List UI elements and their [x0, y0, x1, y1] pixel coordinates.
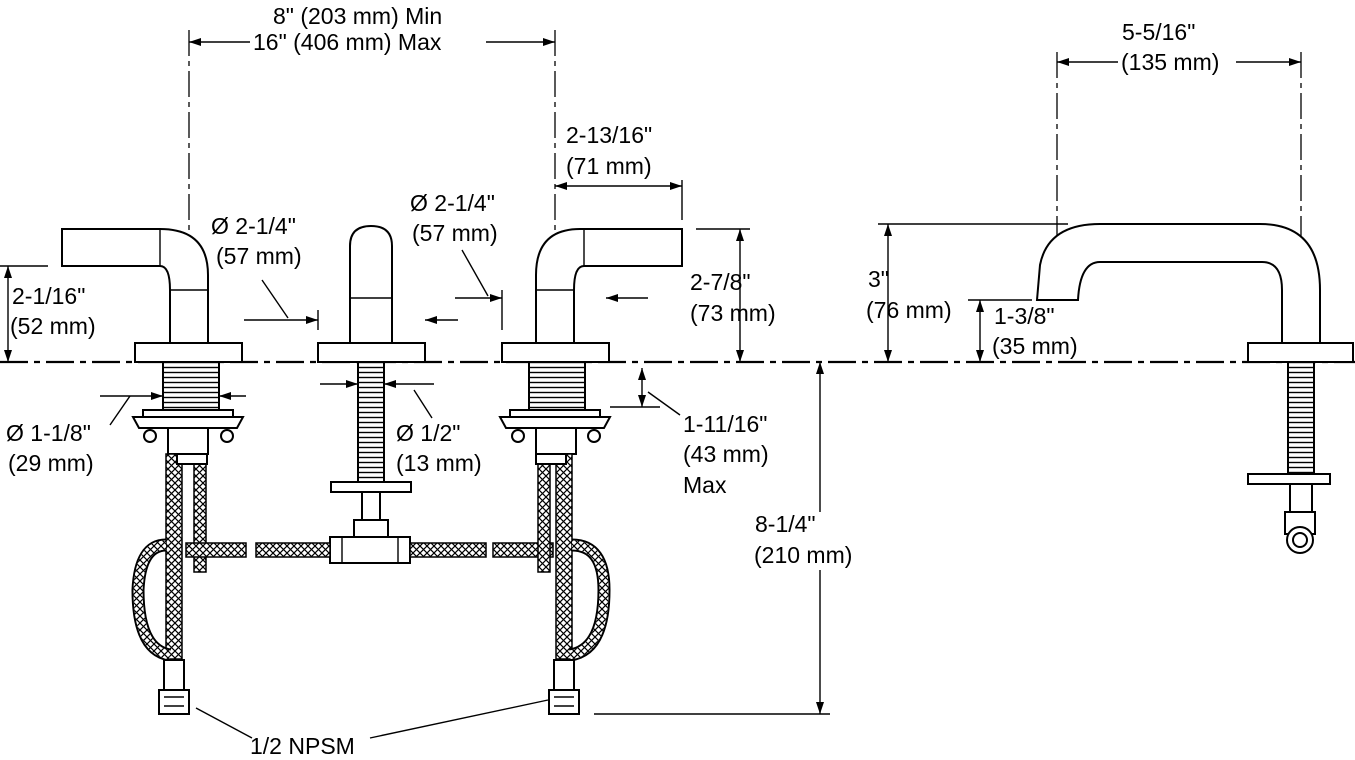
spout-base-dia-label: Ø 2-1/4": [211, 213, 296, 239]
spread-min-label: 8" (203 mm) Min: [273, 3, 442, 29]
handle-left-height-label: 2-1/16": [12, 283, 85, 309]
handle-base-dia-mm-label: (57 mm): [412, 220, 498, 246]
spout-height-label: 3": [868, 266, 889, 292]
below-deck-label: 8-1/4": [755, 511, 816, 537]
spout-shank-dia-label: Ø 1/2": [396, 420, 460, 446]
deck-thickness-mm-label: (43 mm): [683, 441, 769, 467]
spout-shank-dia-mm-label: (13 mm): [396, 450, 482, 476]
spout-base-dia-mm-label: (57 mm): [216, 243, 302, 269]
side-view-spout: [1035, 223, 1354, 554]
shank-dia-mm-label: (29 mm): [8, 450, 94, 476]
handle-reach-label: 2-13/16": [566, 122, 652, 148]
dimension-labels: 8" (203 mm) Min 16" (406 mm) Max 5-5/16"…: [6, 3, 1236, 759]
deck-thickness-label: 1-11/16": [683, 411, 767, 437]
shank-dia-label: Ø 1-1/8": [6, 420, 91, 446]
spread-max-label: 16" (406 mm) Max: [253, 29, 442, 55]
spout-reach-mm-label: (135 mm): [1121, 49, 1219, 75]
center-spout: [185, 224, 554, 564]
spout-outlet-mm-label: (35 mm): [992, 333, 1078, 359]
right-handle: [498, 228, 683, 715]
spout-height-mm-label: (76 mm): [866, 297, 952, 323]
handle-right-height-mm-label: (73 mm): [690, 300, 776, 326]
handle-reach-mm-label: (71 mm): [566, 153, 652, 179]
spout-outlet-label: 1-3/8": [994, 303, 1055, 329]
below-deck-mm-label: (210 mm): [754, 542, 852, 568]
handle-base-dia-label: Ø 2-1/4": [410, 190, 495, 216]
deck-thickness-max-label: Max: [683, 472, 727, 498]
connection-label: 1/2 NPSM: [250, 733, 355, 759]
handle-left-height-mm-label: (52 mm): [10, 313, 96, 339]
spout-reach-label: 5-5/16": [1122, 19, 1195, 45]
handle-right-height-label: 2-7/8": [690, 269, 751, 295]
dimension-lines: [0, 38, 1301, 739]
left-handle: [61, 228, 245, 715]
